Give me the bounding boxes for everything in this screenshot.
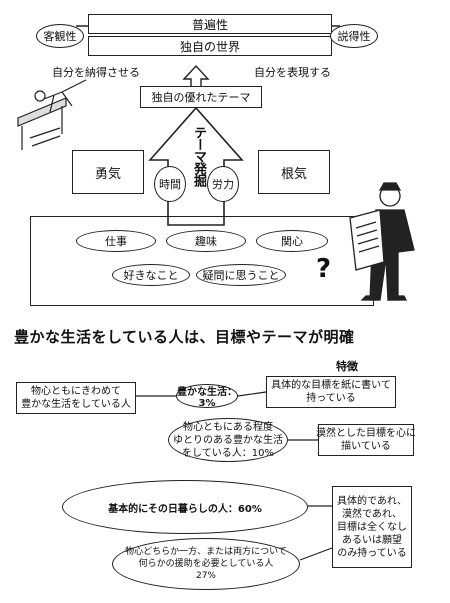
convince-self-text: 自分を納得させる — [52, 66, 140, 79]
features-label: 特徴 — [336, 360, 358, 373]
rich-life-label: 豊かな生活：3% — [177, 387, 237, 409]
concrete-goal-box: 具体的な目標を紙に書いて 持っている — [266, 376, 396, 408]
objectivity-oval: 客観性 — [36, 24, 84, 48]
rich-both-box: 物心ともにきわめて 豊かな生活をしている人 — [16, 382, 136, 414]
persistence-label: 根気 — [280, 166, 307, 182]
question-label: 疑問に思うこと — [202, 269, 280, 282]
courage-box: 勇気 — [72, 150, 144, 194]
interest-oval: 関心 — [256, 230, 328, 252]
needs-help-oval: 物心どちらか一方、または両方について 何らかの援助を必要としている人 27% — [112, 538, 300, 590]
unique-world-label: 独自の世界 — [179, 39, 240, 54]
unique-theme-label: 独自の優れたテーマ — [151, 91, 251, 104]
objectivity-label: 客観性 — [43, 30, 77, 43]
universality-box: 普遍性 — [88, 14, 332, 34]
needs-help-label: 物心どちらか一方、または両方について 何らかの援助を必要としている人 27% — [125, 547, 287, 581]
hobby-oval: 趣味 — [166, 230, 246, 252]
question-mark: ? — [316, 254, 332, 284]
vague-goal-box: 漠然とした目標を心に 描いている — [316, 424, 416, 456]
effort-label: 労力 — [212, 178, 234, 191]
day-to-day-oval: 基本的にその日暮らしの人：60% — [62, 480, 308, 534]
express-self-text: 自分を表現する — [254, 66, 331, 79]
work-oval: 仕事 — [76, 230, 156, 252]
persuasiveness-oval: 説得性 — [330, 24, 378, 48]
persuasiveness-label: 説得性 — [337, 30, 371, 43]
unique-world-box: 独自の世界 — [88, 36, 332, 56]
no-goal-label: 具体的であれ、 漠然であれ、 目標は全くなし あるいは願望 のみ持っている — [337, 495, 407, 559]
day-to-day-label: 基本的にその日暮らしの人：60% — [108, 503, 262, 515]
main-heading: 豊かな生活をしている人は、目標やテーマが明確 — [14, 328, 355, 346]
up-arrow-small — [182, 64, 210, 88]
concrete-goal-label: 具体的な目標を紙に書いて 持っている — [271, 380, 391, 404]
vague-goal-label: 漠然とした目標を心に 描いている — [316, 428, 416, 452]
theme-discovery-text: テーマ発掘 — [191, 126, 206, 186]
question-oval: 疑問に思うこと — [196, 264, 286, 286]
interest-label: 関心 — [281, 235, 303, 248]
universality-label: 普遍性 — [191, 17, 228, 32]
rich-life-oval: 豊かな生活：3% — [176, 384, 238, 409]
time-label: 時間 — [159, 178, 181, 191]
work-label: 仕事 — [105, 235, 127, 248]
moderate-oval: 物心ともにある程度 ゆとりのある豊かな生活 をしている人：10% — [168, 418, 288, 462]
hobby-label: 趣味 — [195, 235, 217, 248]
moderate-label: 物心ともにある程度 ゆとりのある豊かな生活 をしている人：10% — [173, 421, 283, 459]
time-circle: 時間 — [154, 166, 186, 202]
effort-circle: 労力 — [207, 166, 239, 202]
favorite-oval: 好きなこと — [112, 264, 190, 286]
persistence-box: 根気 — [258, 150, 330, 194]
favorite-label: 好きなこと — [123, 269, 179, 282]
unique-theme-box: 独自の優れたテーマ — [140, 86, 262, 108]
rich-both-label: 物心ともにきわめて 豊かな生活をしている人 — [21, 386, 131, 410]
courage-label: 勇気 — [94, 166, 121, 182]
no-goal-box: 具体的であれ、 漠然であれ、 目標は全くなし あるいは願望 のみ持っている — [332, 486, 412, 568]
